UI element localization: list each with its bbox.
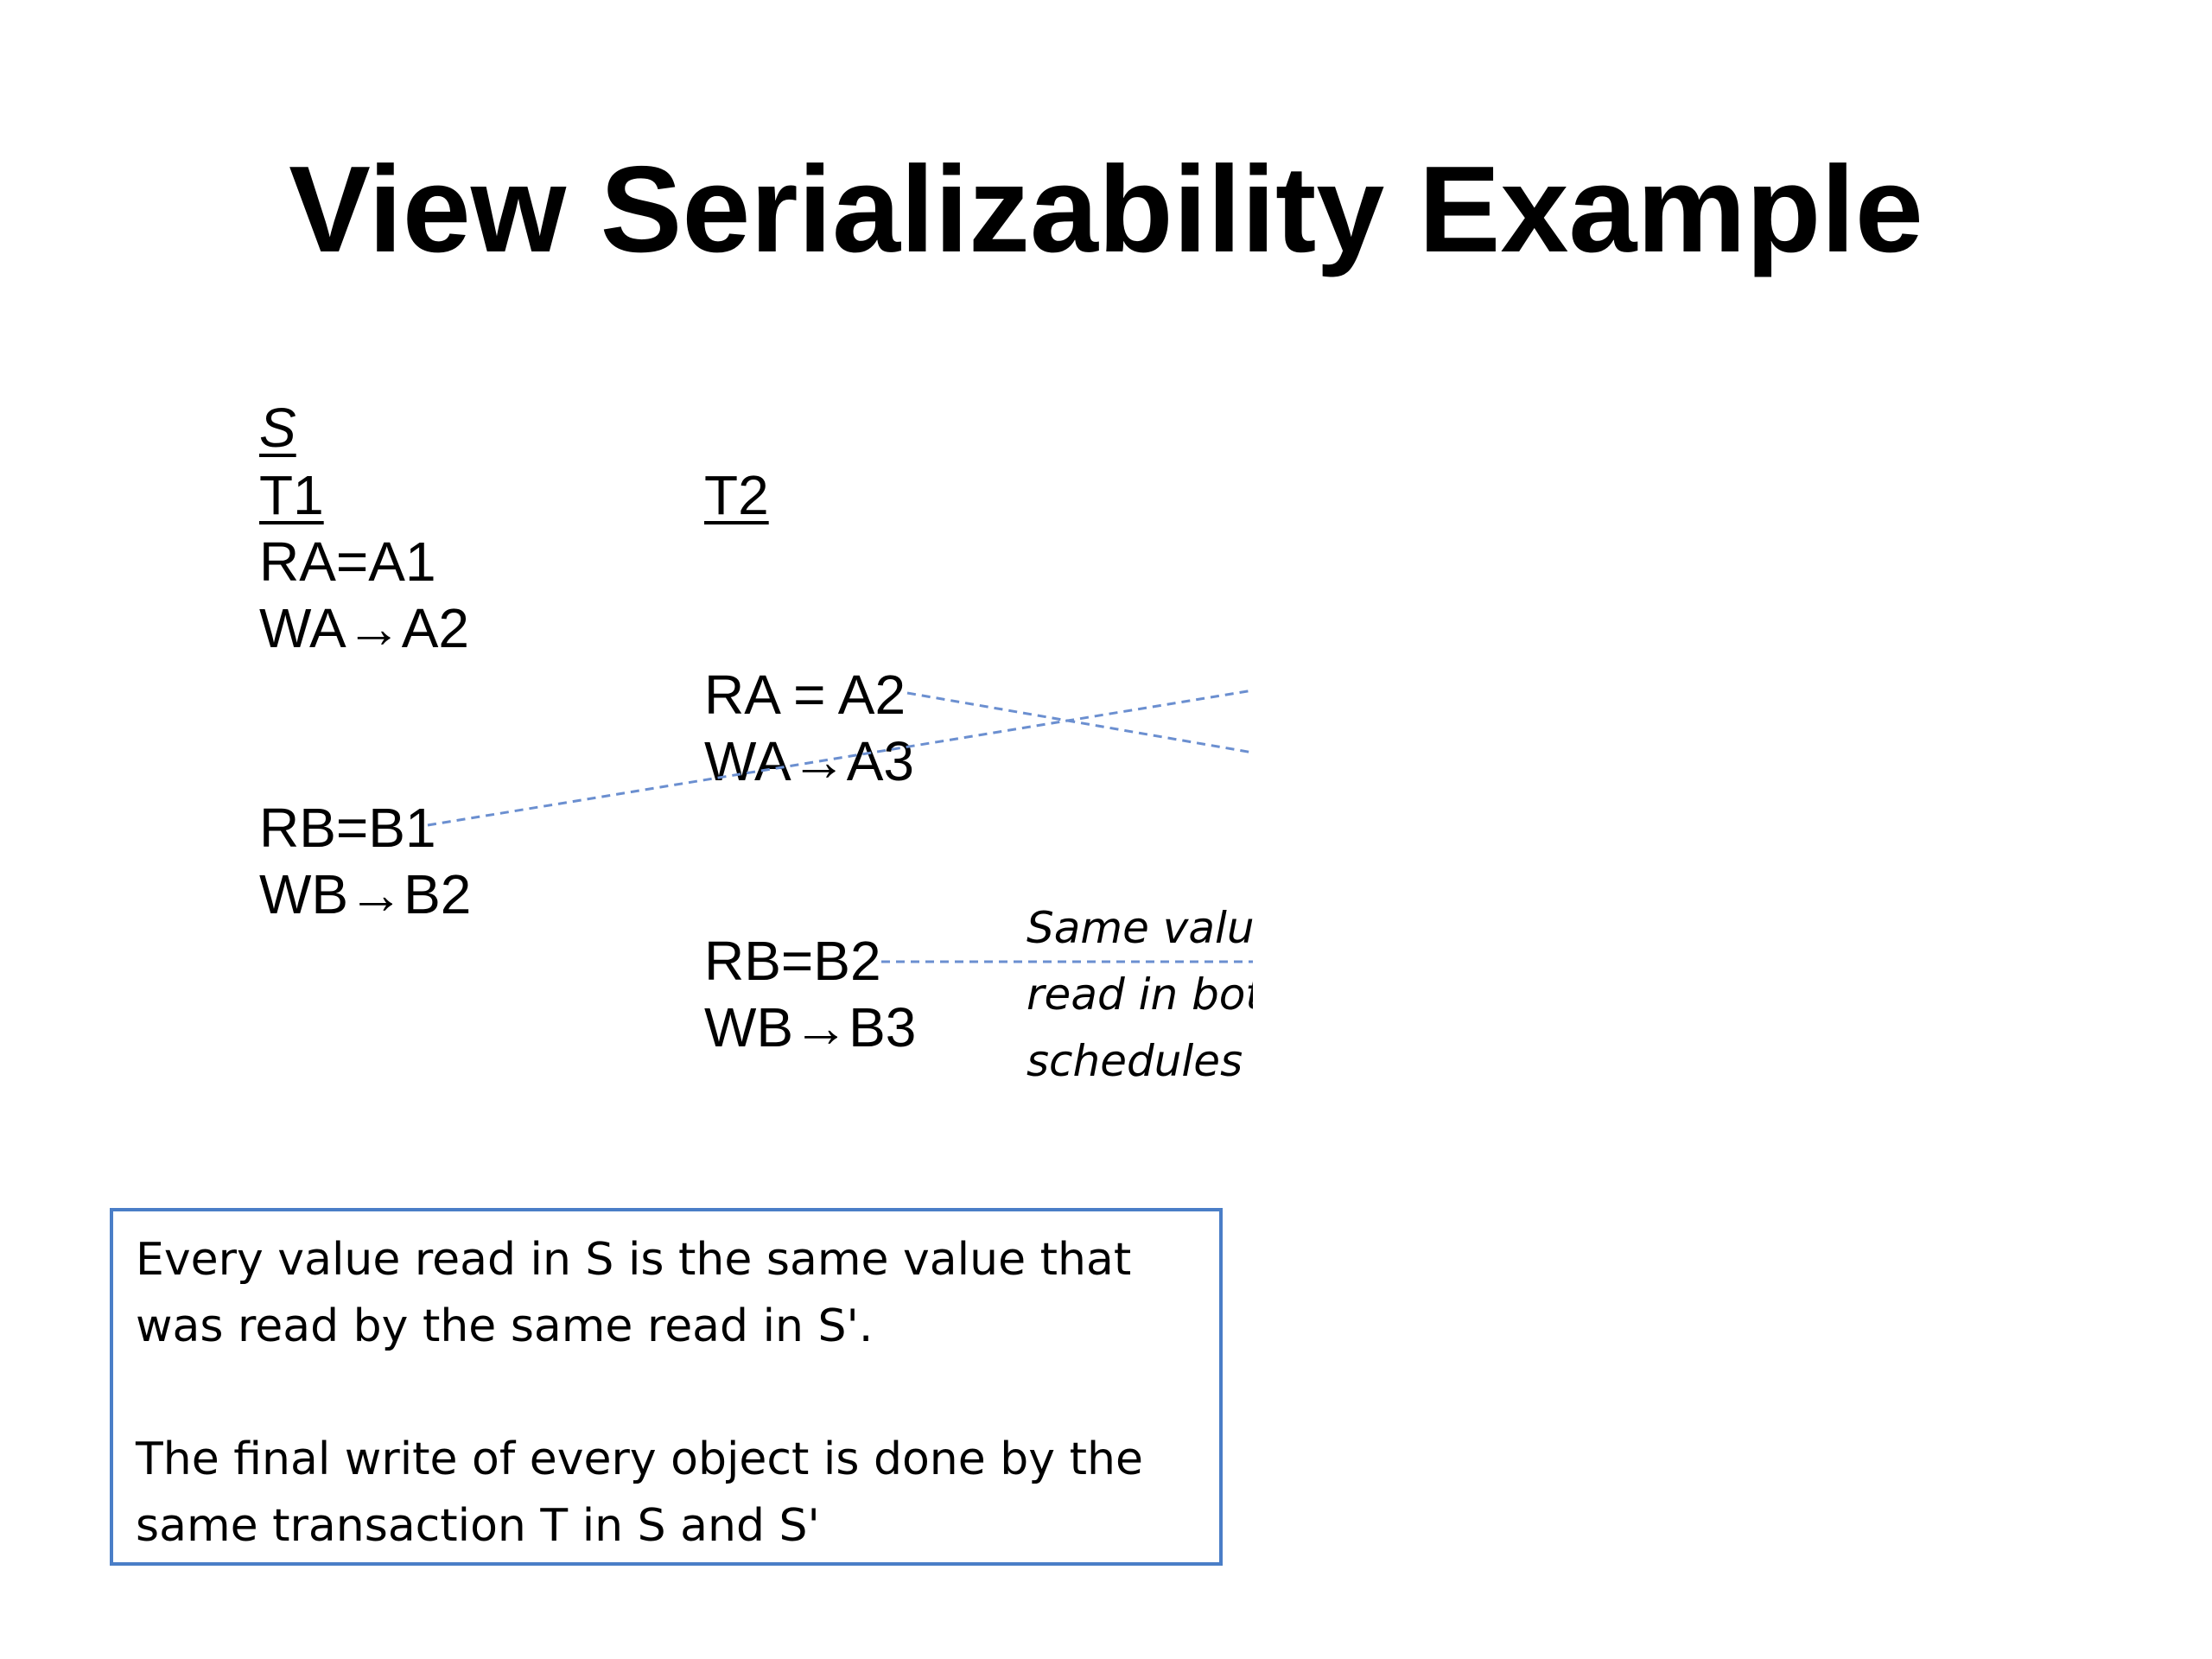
t2-write-a: WA→A3 <box>704 730 914 792</box>
rule-same-reads: Every value read in S is the same value … <box>136 1234 1132 1352</box>
t1-write-a: WA→A2 <box>259 597 469 659</box>
t1-write-b: WB→B2 <box>259 863 472 925</box>
note-line-3: schedules <box>1027 1036 1243 1086</box>
t2-read-b: RB=B2 <box>704 930 881 992</box>
schedule-name: S <box>259 397 296 459</box>
note-line-1: Same values <box>1027 903 1253 953</box>
t2-read-a: RA = A2 <box>704 664 906 726</box>
t1-header: T1 <box>259 464 324 526</box>
t2-write-b: WB→B3 <box>704 996 917 1058</box>
same-values-note: Same values read in both schedules <box>1027 895 1253 1103</box>
rule-final-write: The final write of every object is done … <box>136 1433 1143 1552</box>
link-t2-ra-dashed <box>906 691 1254 754</box>
definition-box: Every value read in S is the same value … <box>110 1208 1223 1566</box>
note-line-2: read in both <box>1027 969 1253 1020</box>
t1-read-a: RA=A1 <box>259 531 436 593</box>
t2-header: T2 <box>704 464 769 526</box>
link-t1-rb-dashed <box>427 689 1254 827</box>
slide-title: View Serializability Example <box>289 141 1923 278</box>
t1-read-b: RB=B1 <box>259 797 436 859</box>
